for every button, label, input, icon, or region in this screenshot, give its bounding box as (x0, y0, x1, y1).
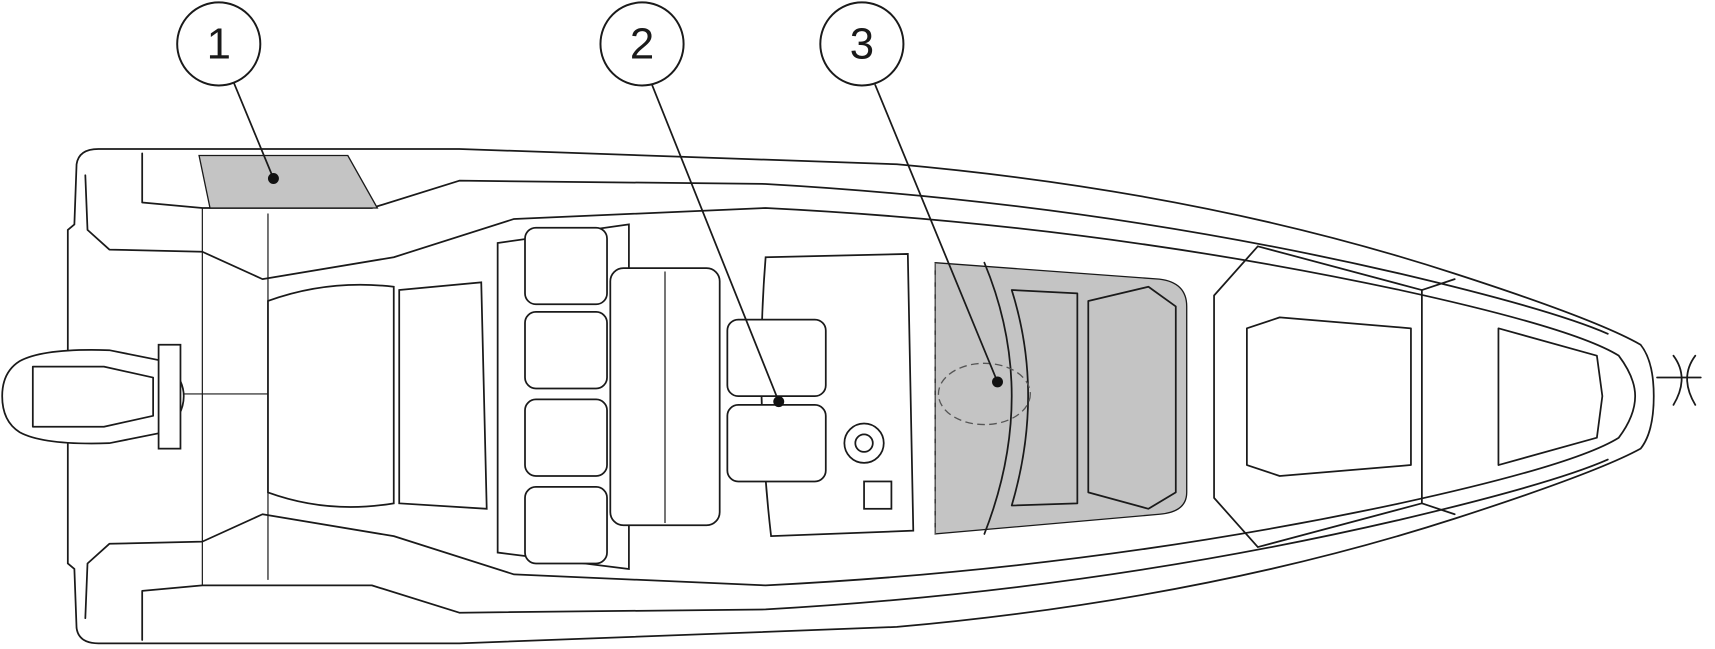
callout-2: 2 (599, 1, 785, 408)
zone-3-highlight (934, 261, 1188, 535)
callout-1: 1 (176, 1, 279, 184)
rear-seating (267, 223, 721, 570)
helm-console (726, 253, 915, 538)
zone-1-highlight (198, 154, 379, 209)
callout-3: 3 (819, 1, 1003, 388)
callout-1-label: 1 (207, 19, 231, 68)
anchor-icon (1656, 354, 1702, 406)
outboard-engine (1, 343, 185, 450)
callout-2-label: 2 (630, 19, 654, 68)
callout-3-label: 3 (850, 19, 874, 68)
